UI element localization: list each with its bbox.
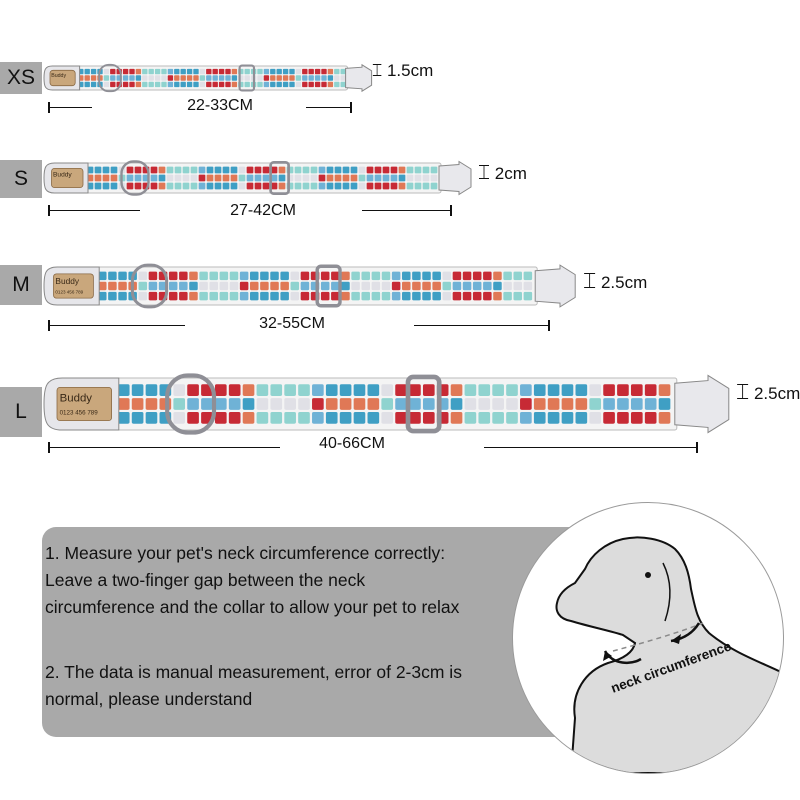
width-marker-icon: ⌶ — [478, 162, 490, 184]
instruction-line: circumference and the collar to allow yo… — [45, 597, 460, 617]
clip-icon — [438, 160, 472, 196]
collar-strap — [77, 65, 349, 91]
d-ring-icon — [130, 263, 169, 309]
collar-m: Buddy 0123 456 789 — [43, 263, 579, 309]
collar-width-s: ⌶ 2cm — [478, 162, 527, 184]
clip-icon — [534, 264, 576, 308]
size-tag-xs: XS — [0, 62, 42, 94]
collar-width-m: ⌶ 2.5cm — [583, 268, 648, 293]
length-measure-l — [48, 442, 698, 453]
d-ring-icon — [165, 373, 217, 435]
nameplate-icon: Buddy 0123 456 789 — [53, 273, 94, 299]
slider-loop-icon — [315, 264, 342, 308]
d-ring-icon — [120, 160, 150, 196]
d-ring-icon — [98, 63, 122, 93]
svg-text:Buddy: Buddy — [53, 172, 72, 179]
width-marker-icon: ⌶ — [736, 379, 750, 404]
svg-text:0123 456 789: 0123 456 789 — [55, 290, 83, 295]
slider-loop-icon — [238, 64, 256, 92]
nameplate-icon: Buddy — [49, 69, 76, 87]
size-tag-s: S — [0, 160, 42, 198]
instruction-line: 1. Measure your pet's neck circumference… — [45, 543, 446, 563]
instructions-panel — [42, 527, 582, 737]
length-measure-s — [48, 205, 452, 216]
length-range-l: 40-66CM — [319, 435, 385, 452]
size-tag-l: L — [0, 387, 42, 437]
collar-strap — [96, 266, 538, 306]
dog-silhouette-icon — [555, 536, 783, 773]
nameplate-icon: Buddy 0123 456 789 — [56, 386, 112, 422]
length-measure-m — [48, 320, 550, 331]
svg-text:Buddy: Buddy — [60, 392, 93, 404]
collar-width-xs: ⌶ 1.5cm — [372, 61, 434, 80]
clip-icon — [674, 374, 730, 434]
collar-width-l: ⌶ 2.5cm — [736, 379, 800, 404]
width-marker-icon: ⌶ — [372, 61, 383, 80]
dog-neck-illustration: neck circumference — [512, 502, 784, 774]
size-tag-m: M — [0, 265, 42, 305]
collar-l: Buddy 0123 456 789 — [43, 373, 734, 435]
collar-s: Buddy — [43, 160, 474, 196]
instruction-line: normal, please understand — [45, 689, 253, 709]
collar-strap — [116, 377, 678, 431]
collar-strap — [85, 162, 442, 194]
clip-icon — [345, 63, 373, 93]
collar-xs: Buddy — [43, 63, 374, 93]
length-range-m: 32-55CM — [259, 315, 325, 332]
instruction-line: 2. The data is manual measurement, error… — [45, 662, 462, 682]
slider-loop-icon — [269, 161, 290, 195]
svg-text:Buddy: Buddy — [51, 73, 66, 79]
length-range-s: 27-42CM — [230, 202, 296, 219]
length-range-xs: 22-33CM — [187, 97, 253, 114]
length-measure-xs — [48, 102, 352, 113]
svg-text:Buddy: Buddy — [55, 276, 79, 286]
instruction-line: Leave a two-finger gap between the neck — [45, 570, 366, 590]
svg-text:0123 456 789: 0123 456 789 — [60, 409, 99, 416]
instructions-text: 1. Measure your pet's neck circumference… — [45, 540, 525, 713]
slider-loop-icon — [405, 374, 442, 434]
width-marker-icon: ⌶ — [583, 268, 597, 293]
nameplate-icon: Buddy — [51, 168, 84, 189]
